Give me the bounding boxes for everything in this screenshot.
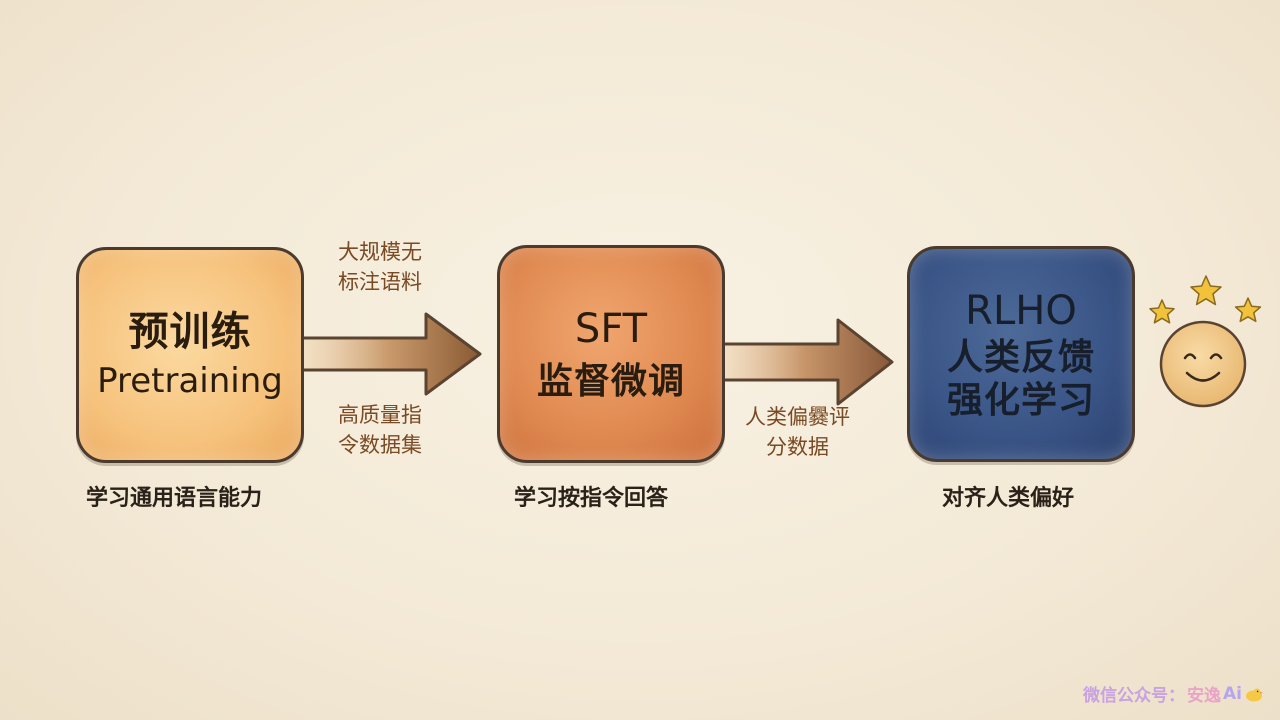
watermark-label: 微信公众号： bbox=[1083, 686, 1186, 706]
star-icon-group bbox=[1149, 275, 1262, 324]
stage-title-en: Pretraining bbox=[97, 360, 283, 401]
watermark-ai: Ai bbox=[1223, 683, 1242, 704]
stage-caption-rlhf: 对齐人类偏好 bbox=[942, 486, 1075, 511]
stage-box-sft: SFT 监督微调 bbox=[497, 245, 725, 463]
star-icon bbox=[1190, 275, 1222, 306]
stage-title-cn: 监督微调 bbox=[536, 361, 685, 403]
label-line: 标注语料 bbox=[338, 270, 422, 295]
stage-title-en: SFT bbox=[574, 306, 648, 353]
arrow-sft-to-rlhf bbox=[716, 318, 894, 406]
star-icon bbox=[1149, 299, 1175, 324]
stage-box-rlhf: RLHO 人类反馈 强化学习 bbox=[907, 246, 1135, 462]
label-line: 令数据集 bbox=[338, 433, 422, 458]
label-line: 高质量指 bbox=[338, 403, 422, 427]
stage-box-pretraining: 预训练 Pretraining bbox=[76, 247, 304, 463]
label-line: 大规模无 bbox=[338, 240, 422, 264]
chick-icon bbox=[1246, 688, 1263, 701]
stage-title-cn-line1: 人类反馈 bbox=[946, 336, 1095, 378]
arrow-label-preference-data: 人类偏爨评 分数据 bbox=[745, 402, 850, 463]
stage-title-cn-line2: 强化学习 bbox=[946, 380, 1095, 421]
stage-title-cn: 预训练 bbox=[128, 308, 252, 355]
arrow-label-instruction-data: 高质量指 令数据集 bbox=[338, 400, 422, 461]
stage-title-en: RLHO bbox=[965, 287, 1077, 334]
watermark: 微信公众号： 安逸 Ai bbox=[1083, 681, 1264, 706]
label-line: 分数据 bbox=[766, 435, 829, 460]
star-icon bbox=[1234, 297, 1262, 323]
stage-caption-sft: 学习按指令回答 bbox=[514, 486, 669, 511]
arrow-label-input-data: 大规模无 标注语料 bbox=[338, 237, 422, 298]
arrow-pretraining-to-sft bbox=[294, 312, 482, 396]
label-line: 人类偏爨评 bbox=[745, 405, 850, 429]
watermark-brand: 安逸 bbox=[1187, 686, 1222, 706]
stage-caption-pretraining: 学习通用语言能力 bbox=[86, 486, 263, 511]
smiley-face-icon bbox=[1159, 320, 1247, 408]
